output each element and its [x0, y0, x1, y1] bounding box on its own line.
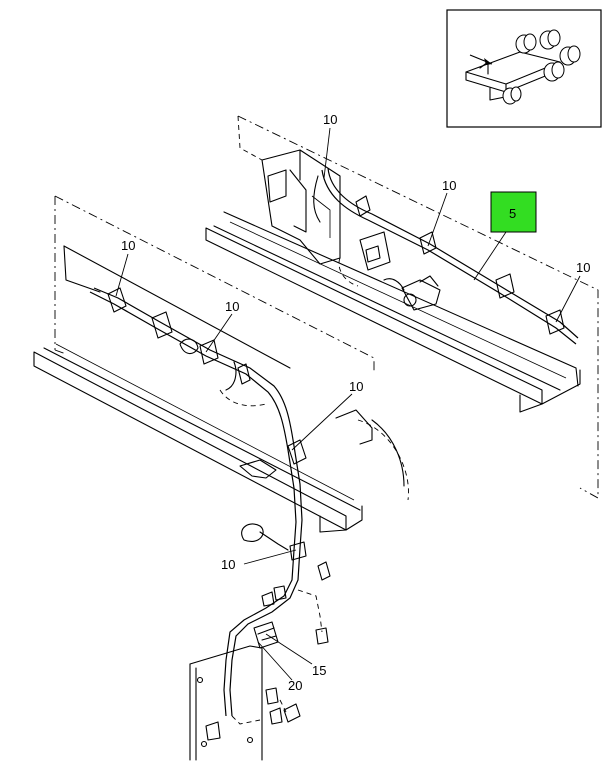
upper-components — [338, 231, 441, 311]
locator-inset — [446, 9, 602, 128]
callout-10[interactable]: 10 — [323, 112, 337, 127]
callout-15[interactable]: 15 — [312, 663, 326, 678]
callout-labels: 10 10 10 10 10 10 10 5 15 20 — [121, 112, 590, 693]
callout-10[interactable]: 10 — [349, 379, 363, 394]
highlight-box-5[interactable] — [490, 191, 537, 233]
upper-harness — [313, 167, 579, 345]
callout-10[interactable]: 10 — [121, 238, 135, 253]
callout-10[interactable]: 10 — [442, 178, 456, 193]
upper-frame-rail — [205, 211, 581, 413]
lower-frame-outline — [54, 195, 375, 372]
bottom-panel — [189, 621, 301, 761]
callout-leaders — [115, 127, 581, 681]
drop-harness — [223, 439, 331, 717]
callout-10[interactable]: 10 — [225, 299, 239, 314]
locator-arrow-icon — [469, 54, 493, 65]
callout-20[interactable]: 20 — [288, 678, 302, 693]
callout-10[interactable]: 10 — [576, 260, 590, 275]
callout-5[interactable]: 5 — [509, 206, 516, 221]
wheel-icons — [502, 29, 581, 105]
callout-10[interactable]: 10 — [221, 557, 235, 572]
wheel-well-outline — [357, 419, 409, 501]
lower-harness — [89, 287, 303, 551]
lower-frame-rail — [33, 245, 373, 533]
upper-frame-outline — [237, 115, 599, 499]
upper-bracket — [261, 149, 341, 265]
